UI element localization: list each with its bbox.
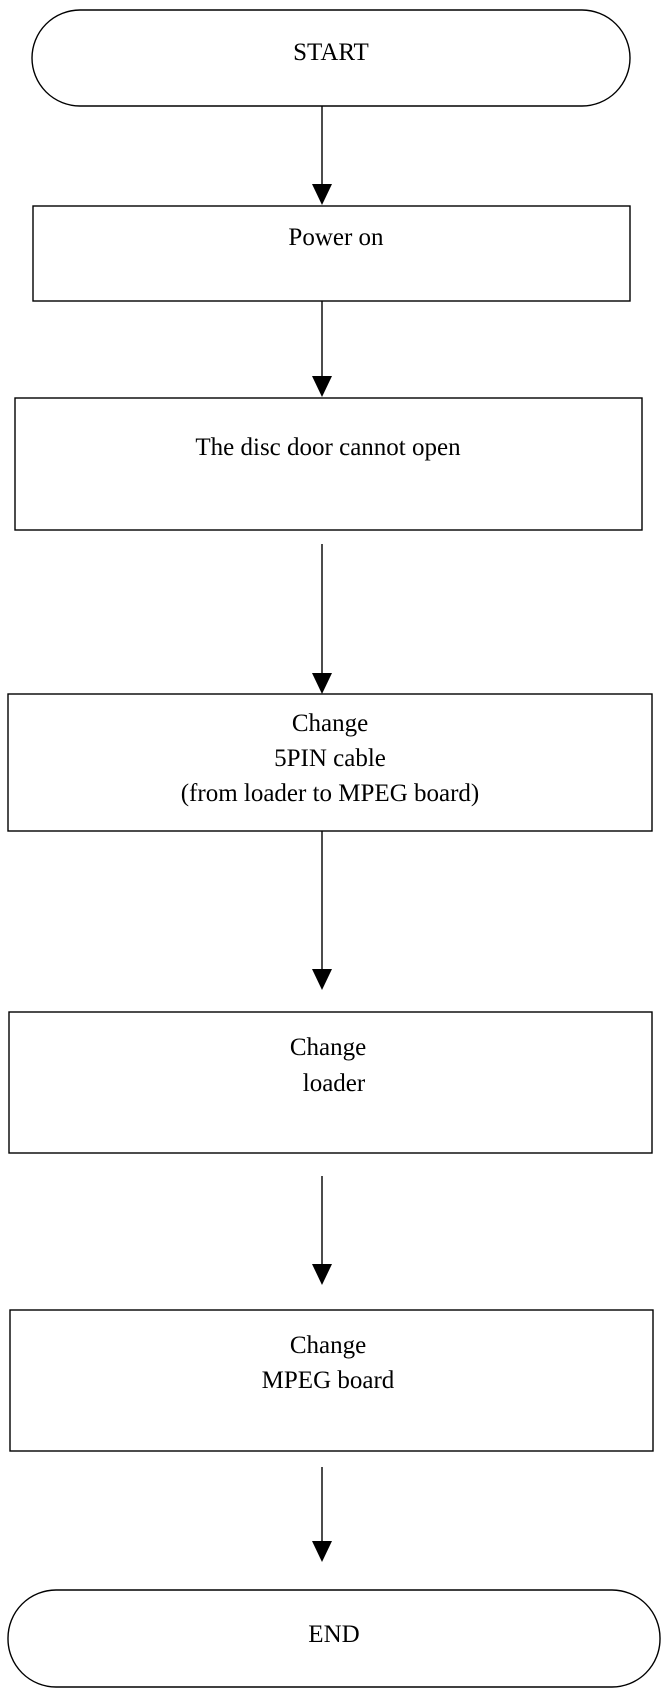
arrowhead <box>312 1264 332 1285</box>
step-disc-door-text: The disc door cannot open <box>195 434 461 461</box>
end-terminal-shape <box>7 1589 661 1688</box>
connector-disc-door-to-change-cable <box>312 544 332 694</box>
step-disc-door-cannot-open: The disc door cannot open <box>14 397 643 531</box>
start-terminal: START <box>31 9 631 107</box>
step-change-loader-line-2: loader <box>303 1070 366 1097</box>
step-power-on-box <box>32 205 631 302</box>
step-change-loader-line-1: Change <box>290 1034 366 1061</box>
step-change-5pin-cable: Change 5PIN cable (from loader to MPEG b… <box>7 693 653 832</box>
connector-change-loader-to-change-mpeg <box>312 1176 332 1285</box>
connector-change-mpeg-to-end <box>312 1467 332 1562</box>
step-change-cable-line-3: (from loader to MPEG board) <box>181 780 480 807</box>
step-change-cable-box <box>7 693 653 832</box>
step-change-loader: Change loader <box>8 1011 653 1154</box>
step-power-on: Power on <box>32 205 631 302</box>
start-label: START <box>293 39 369 66</box>
step-change-mpeg-line-1: Change <box>290 1332 366 1359</box>
step-disc-door-box <box>14 397 643 531</box>
start-terminal-shape <box>31 9 631 107</box>
end-terminal: END <box>7 1589 661 1688</box>
connector-start-to-power-on <box>312 106 332 205</box>
step-change-mpeg-board: Change MPEG board <box>9 1309 654 1452</box>
connector-change-cable-to-change-loader <box>312 831 332 990</box>
step-change-mpeg-line-2: MPEG board <box>262 1367 395 1394</box>
arrowhead <box>312 673 332 694</box>
connector-power-on-to-disc-door <box>312 301 332 397</box>
step-change-cable-line-1: Change <box>292 710 368 737</box>
step-change-cable-line-2: 5PIN cable <box>274 745 386 772</box>
step-change-loader-box <box>8 1011 653 1154</box>
arrowhead <box>312 1541 332 1562</box>
step-power-on-text: Power on <box>288 224 384 251</box>
end-label: END <box>308 1621 359 1648</box>
arrowhead <box>312 184 332 205</box>
step-change-mpeg-box <box>9 1309 654 1452</box>
arrowhead <box>312 969 332 990</box>
arrowhead <box>312 376 332 397</box>
